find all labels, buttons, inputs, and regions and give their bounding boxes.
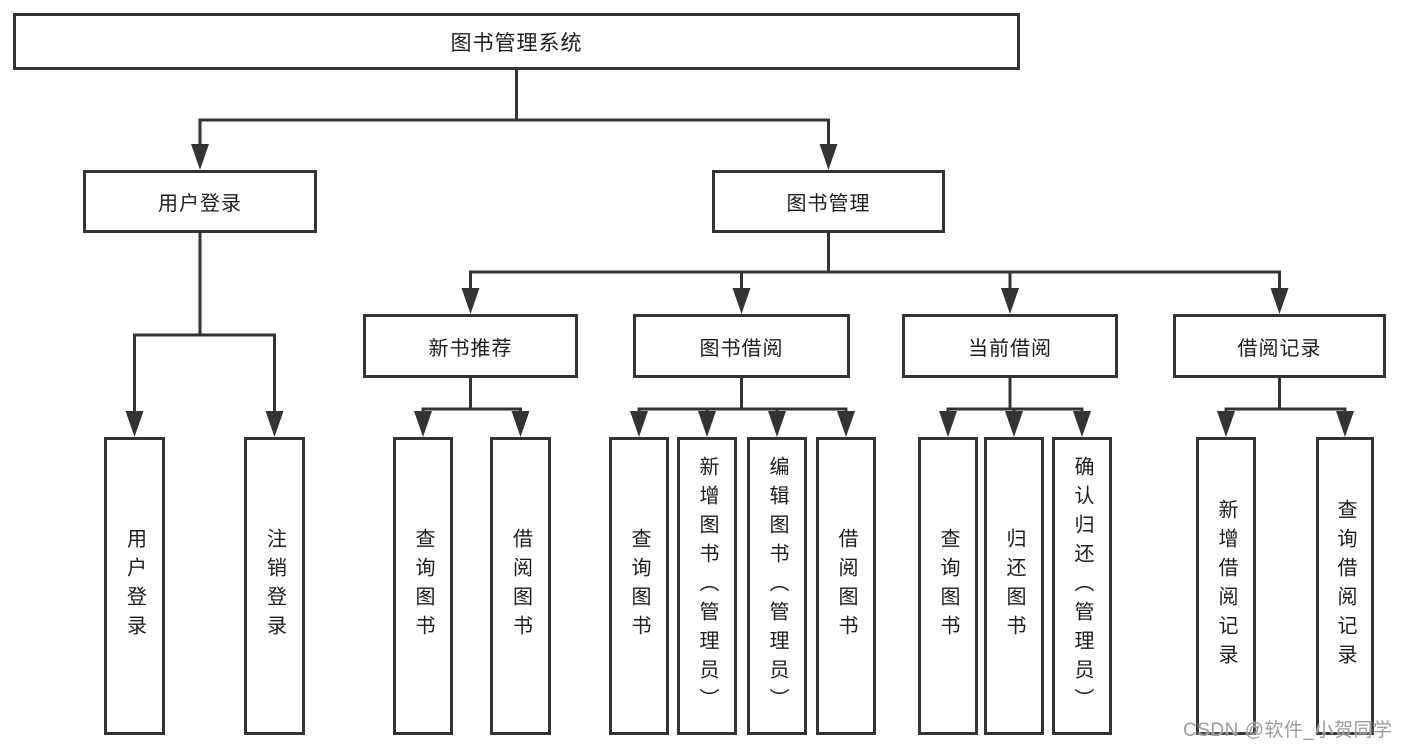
node-label: 图书管理 <box>786 193 871 215</box>
node-label: 归还图书 <box>1003 528 1025 644</box>
node-nb-borrow-book: 借阅图书 <box>490 437 551 735</box>
node-label: 确认归还（管理员） <box>1071 455 1093 717</box>
node-cb-confirm: 确认归还（管理员） <box>1052 437 1112 735</box>
node-user-login: 用户登录 <box>83 170 317 233</box>
node-label: 查询图书 <box>412 528 434 644</box>
node-label: 图书借阅 <box>699 337 784 360</box>
node-cb-return-book: 归还图书 <box>984 437 1044 735</box>
node-label: 借阅记录 <box>1237 337 1322 360</box>
node-label: 图书管理系统 <box>450 31 583 55</box>
node-br-query-record: 查询借阅记录 <box>1316 437 1374 735</box>
node-label: 用户登录 <box>158 193 242 215</box>
node-label: 新增借阅记录 <box>1215 499 1237 673</box>
node-label: 新增图书（管理员） <box>696 455 718 717</box>
node-logout-leaf: 注销登录 <box>244 437 305 735</box>
node-root: 图书管理系统 <box>13 13 1020 70</box>
node-label: 当前借阅 <box>968 337 1052 360</box>
node-label: 注销登录 <box>263 528 286 644</box>
node-bb-query-book: 查询图书 <box>609 437 669 735</box>
node-label: 查询图书 <box>628 528 650 644</box>
node-book-mgmt: 图书管理 <box>712 170 945 233</box>
node-nb-query-book: 查询图书 <box>393 437 453 735</box>
node-bb-borrow-book: 借阅图书 <box>816 437 876 735</box>
node-cb-query-book: 查询图书 <box>918 437 978 735</box>
node-label: 新书推荐 <box>428 337 513 360</box>
node-label: 用户登录 <box>123 528 146 644</box>
node-user-login-leaf: 用户登录 <box>104 437 165 735</box>
node-bb-add-book: 新增图书（管理员） <box>677 437 737 735</box>
watermark: CSDN @软件_小贺同学 <box>1183 720 1393 741</box>
node-label: 查询图书 <box>937 528 959 644</box>
node-new-book-rec: 新书推荐 <box>363 314 578 378</box>
node-label: 借阅图书 <box>835 528 857 644</box>
node-label: 查询借阅记录 <box>1334 499 1356 673</box>
node-book-borrow: 图书借阅 <box>633 314 850 378</box>
node-br-add-record: 新增借阅记录 <box>1196 437 1256 735</box>
node-borrow-records: 借阅记录 <box>1173 314 1386 378</box>
node-bb-edit-book: 编辑图书（管理员） <box>747 437 807 735</box>
node-label: 借阅图书 <box>509 528 532 644</box>
node-label: 编辑图书（管理员） <box>766 455 788 717</box>
node-current-borrow: 当前借阅 <box>902 314 1118 378</box>
